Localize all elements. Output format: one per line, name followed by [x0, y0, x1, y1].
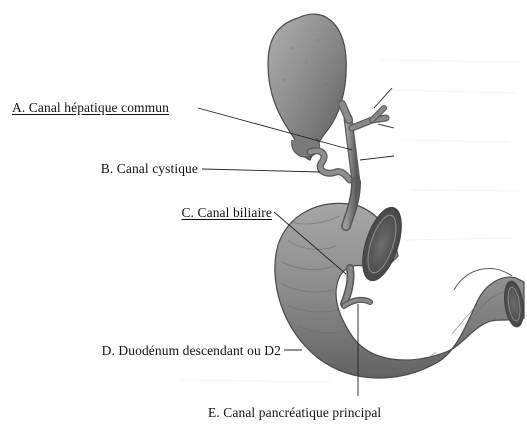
leader-line-right-1 [374, 88, 392, 108]
label-descending-duodenum: D. Duodénum descendant ou D2 [20, 343, 281, 359]
duodenum [275, 203, 526, 378]
label-common-hepatic-duct: A. Canal hépatique commun [12, 100, 169, 116]
label-main-pancreatic-duct: E. Canal pancréatique principal [208, 405, 381, 421]
leader-line-right-2 [378, 124, 394, 128]
leader-line-b [202, 169, 320, 172]
label-common-bile-duct: C. Canal biliaire [110, 205, 272, 221]
leader-line-right-3 [360, 156, 394, 160]
label-cystic-duct: B. Canal cystique [40, 161, 198, 177]
